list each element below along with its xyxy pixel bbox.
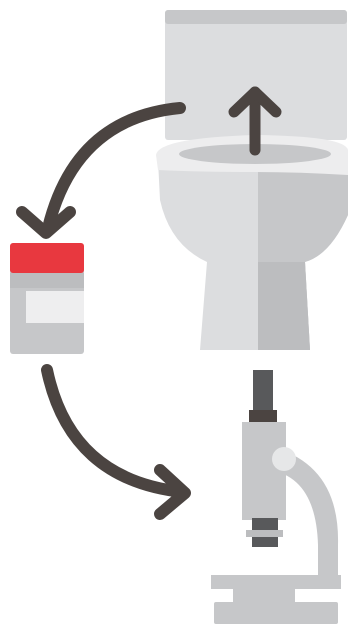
microscope-stage: [211, 575, 341, 589]
jar-label: [26, 291, 84, 323]
curved-arrow-icon: [22, 108, 180, 233]
microscope-pillar: [233, 589, 295, 603]
toilet-icon: [156, 10, 348, 350]
toilet-tank-lid: [165, 10, 347, 24]
microscope-icon: [211, 370, 341, 624]
microscope-objective: [252, 518, 278, 530]
microscope-eyepiece: [253, 370, 273, 412]
toilet-pedestal-shade: [258, 262, 310, 350]
jar-neck: [10, 273, 84, 288]
microscope-focus-knob: [272, 447, 296, 471]
microscope-objective-ring: [246, 530, 283, 537]
curved-arrow-icon: [47, 370, 185, 514]
specimen-jar-icon: [10, 243, 84, 354]
microscope-base: [214, 602, 338, 624]
microscope-objective-tip: [252, 537, 278, 547]
jar-lid: [10, 243, 84, 273]
microscope-eyepiece-collar: [249, 410, 277, 422]
microscope-body-tube: [242, 422, 286, 520]
